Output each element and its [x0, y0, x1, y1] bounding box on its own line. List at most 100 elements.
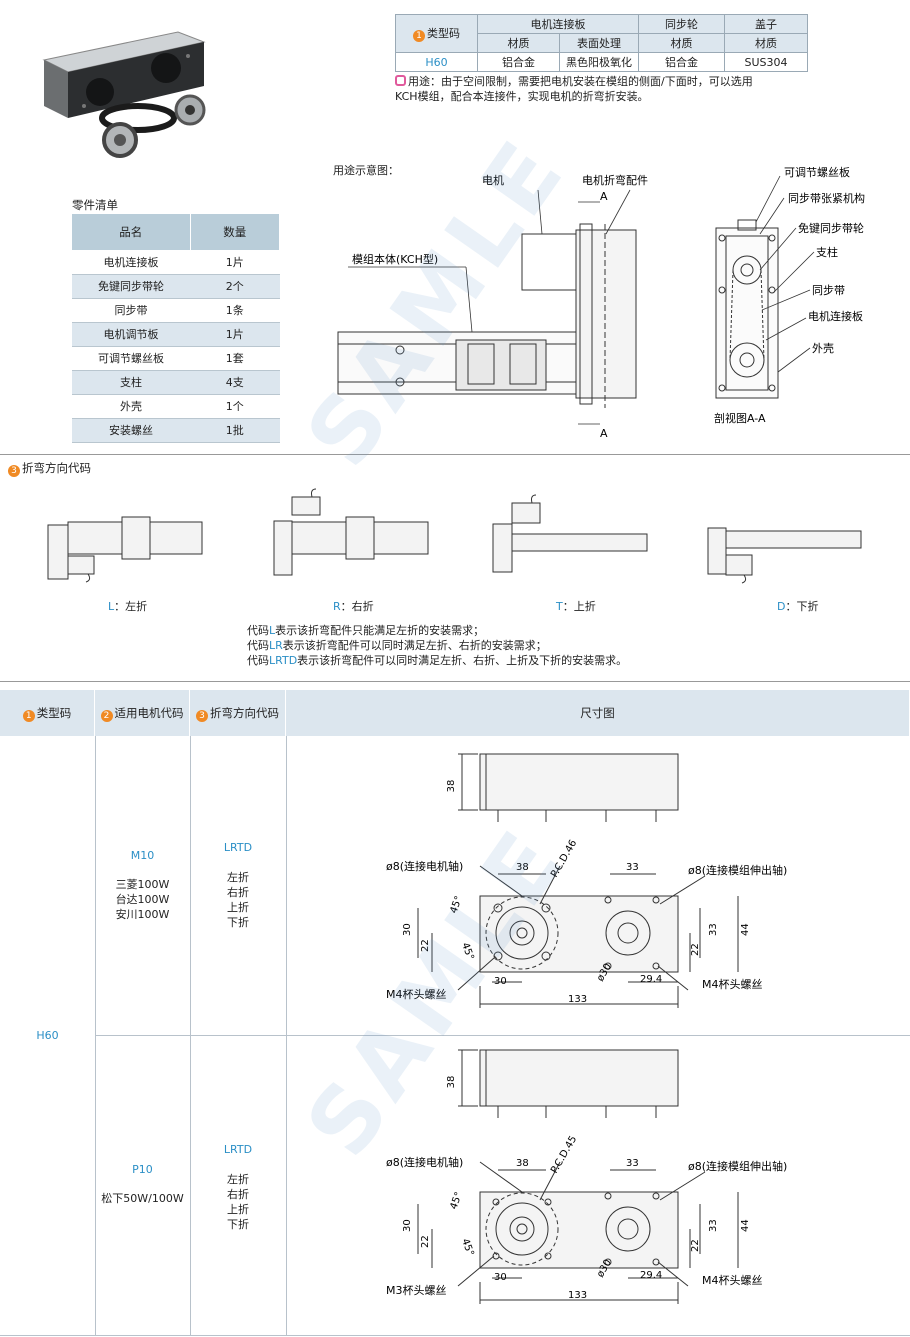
- svg-text:133: 133: [568, 994, 587, 1005]
- svg-text:M4杯头螺丝: M4杯头螺丝: [702, 977, 763, 991]
- svg-text:P.C.D.45: P.C.D.45: [549, 1134, 579, 1175]
- section-caption: 剖视图A-A: [714, 411, 766, 425]
- svg-text:38: 38: [516, 1158, 529, 1169]
- svg-text:22: 22: [690, 1239, 701, 1252]
- spec-cover-header: 盖子: [724, 14, 808, 34]
- bend-note: 代码LRTD表示该折弯配件可以同时满足左折、右折、上折及下折的安装需求。: [247, 654, 628, 667]
- svg-text:30: 30: [494, 976, 507, 987]
- dir-cell-2: LRTD 左折 右折 上折 下折: [223, 1143, 253, 1231]
- svg-text:44: 44: [740, 1219, 751, 1232]
- usage-line2: KCH模组，配合本连接件，实现电机的折弯折安装。: [395, 90, 649, 103]
- badge-1-icon: 1: [413, 30, 425, 42]
- label-adjust-screw-plate: 可调节螺丝板: [784, 165, 850, 179]
- label-section-a-bottom: A: [600, 427, 608, 440]
- motor-cell-m10: M10 三菱100W 台达100W 安川100W: [115, 849, 170, 921]
- svg-text:30: 30: [494, 1272, 507, 1283]
- usage-note: 用途：由于空间限制，需要把电机安装在模组的侧面/下面时，可以选用 KCH模组，配…: [395, 74, 815, 104]
- spec-sub-header: 材质: [724, 33, 808, 53]
- spec-sub-header: 材质: [638, 33, 725, 53]
- label-motor-plate: 电机连接板: [808, 309, 863, 323]
- label-bend-part: 电机折弯配件: [582, 173, 648, 187]
- bend-item-L: L：左折: [108, 600, 148, 613]
- bend-item-D: D：下折: [777, 600, 819, 613]
- spec-cell: SUS304: [724, 52, 808, 72]
- spec-sub-header: 表面处理: [559, 33, 639, 53]
- spec-cell: 铝合金: [477, 52, 560, 72]
- svg-text:33: 33: [626, 1158, 639, 1169]
- bend-item-R: R：右折: [333, 600, 374, 613]
- label-housing: 外壳: [812, 341, 834, 355]
- label-module-body: 模组本体(KCH型): [352, 252, 438, 266]
- svg-text:22: 22: [420, 939, 431, 952]
- svg-text:44: 44: [740, 923, 751, 936]
- product-photo: [42, 31, 206, 158]
- label-belt-tensioner: 同步带张紧机构: [788, 191, 865, 205]
- svg-text:ø8(连接模组伸出轴): ø8(连接模组伸出轴): [688, 1159, 787, 1173]
- usage-label: 用途: [408, 75, 430, 88]
- svg-text:ø8(连接电机轴): ø8(连接电机轴): [386, 1155, 463, 1169]
- label-keyless-pulley: 免键同步带轮: [798, 221, 864, 235]
- svg-text:38: 38: [516, 862, 529, 873]
- badge-3-icon: 3: [8, 465, 20, 477]
- spec-cell: H60: [395, 52, 478, 72]
- type-cell: H60: [36, 1029, 59, 1042]
- svg-text:22: 22: [690, 943, 701, 956]
- usage-bullet-icon: [395, 75, 406, 86]
- bend-notes: 代码L表示该折弯配件只能满足左折的安装需求； 代码LR表示该折弯配件可以同时满足…: [247, 623, 627, 668]
- svg-text:38: 38: [446, 780, 457, 793]
- col-drawing: 尺寸图: [286, 690, 910, 736]
- svg-text:30: 30: [402, 923, 413, 936]
- svg-text:33: 33: [626, 862, 639, 873]
- spec-plate-header: 电机连接板: [477, 14, 639, 34]
- svg-text:30: 30: [402, 1219, 413, 1232]
- svg-text:45°: 45°: [448, 1191, 464, 1211]
- svg-text:133: 133: [568, 1290, 587, 1301]
- svg-text:ø8(连接电机轴): ø8(连接电机轴): [386, 859, 463, 873]
- usage-line1: ：由于空间限制，需要把电机安装在模组的侧面/下面时，可以选用: [430, 75, 753, 88]
- svg-text:M3杯头螺丝: M3杯头螺丝: [386, 1283, 447, 1297]
- svg-text:M4杯头螺丝: M4杯头螺丝: [386, 987, 447, 1001]
- label-section-a-top: A: [600, 190, 608, 203]
- spec-sub-header: 材质: [477, 33, 560, 53]
- spec-pulley-header: 同步轮: [638, 14, 725, 34]
- section-view: 可调节螺丝板 同步带张紧机构 免键同步带轮 支柱 同步带 电机连接板 外壳 剖视…: [714, 165, 865, 425]
- svg-text:22: 22: [420, 1235, 431, 1248]
- svg-text:M4杯头螺丝: M4杯头螺丝: [702, 1273, 763, 1287]
- svg-text:33: 33: [708, 923, 719, 936]
- svg-text:29.4: 29.4: [640, 1270, 662, 1281]
- dir-cell-1: LRTD 左折 右折 上折 下折: [223, 841, 253, 929]
- svg-text:33: 33: [708, 1219, 719, 1232]
- svg-text:45°: 45°: [459, 1237, 475, 1257]
- label-belt: 同步带: [812, 284, 845, 297]
- usage-diagram: 电机 电机折弯配件 模组本体(KCH型) A A: [337, 173, 648, 440]
- motor-cell-p10: P10 松下50W/100W: [101, 1163, 184, 1205]
- label-pillar: 支柱: [816, 245, 838, 259]
- dimension-drawing-m10: 38 ø8(连接电机轴) ø8(连接模组伸出轴) P.C.D.46 38 33 …: [386, 753, 787, 1008]
- parts-col-name: 品名: [72, 214, 191, 250]
- svg-text:38: 38: [446, 1076, 457, 1089]
- svg-text:29.4: 29.4: [640, 974, 662, 985]
- bend-note: 代码LR表示该折弯配件可以同时满足左折、右折的安装需求；: [247, 639, 547, 652]
- dimension-drawing-p10: 38 ø8(连接电机轴) ø8(连接模组伸出轴) P.C.D.45 38 33 …: [386, 1049, 787, 1304]
- spec-cell: 黑色阳极氧化: [559, 52, 639, 72]
- bend-item-T: T：上折: [556, 600, 596, 613]
- spec-cell: 铝合金: [638, 52, 725, 72]
- svg-text:ø8(连接模组伸出轴): ø8(连接模组伸出轴): [688, 863, 787, 877]
- parts-col-qty: 数量: [190, 214, 280, 250]
